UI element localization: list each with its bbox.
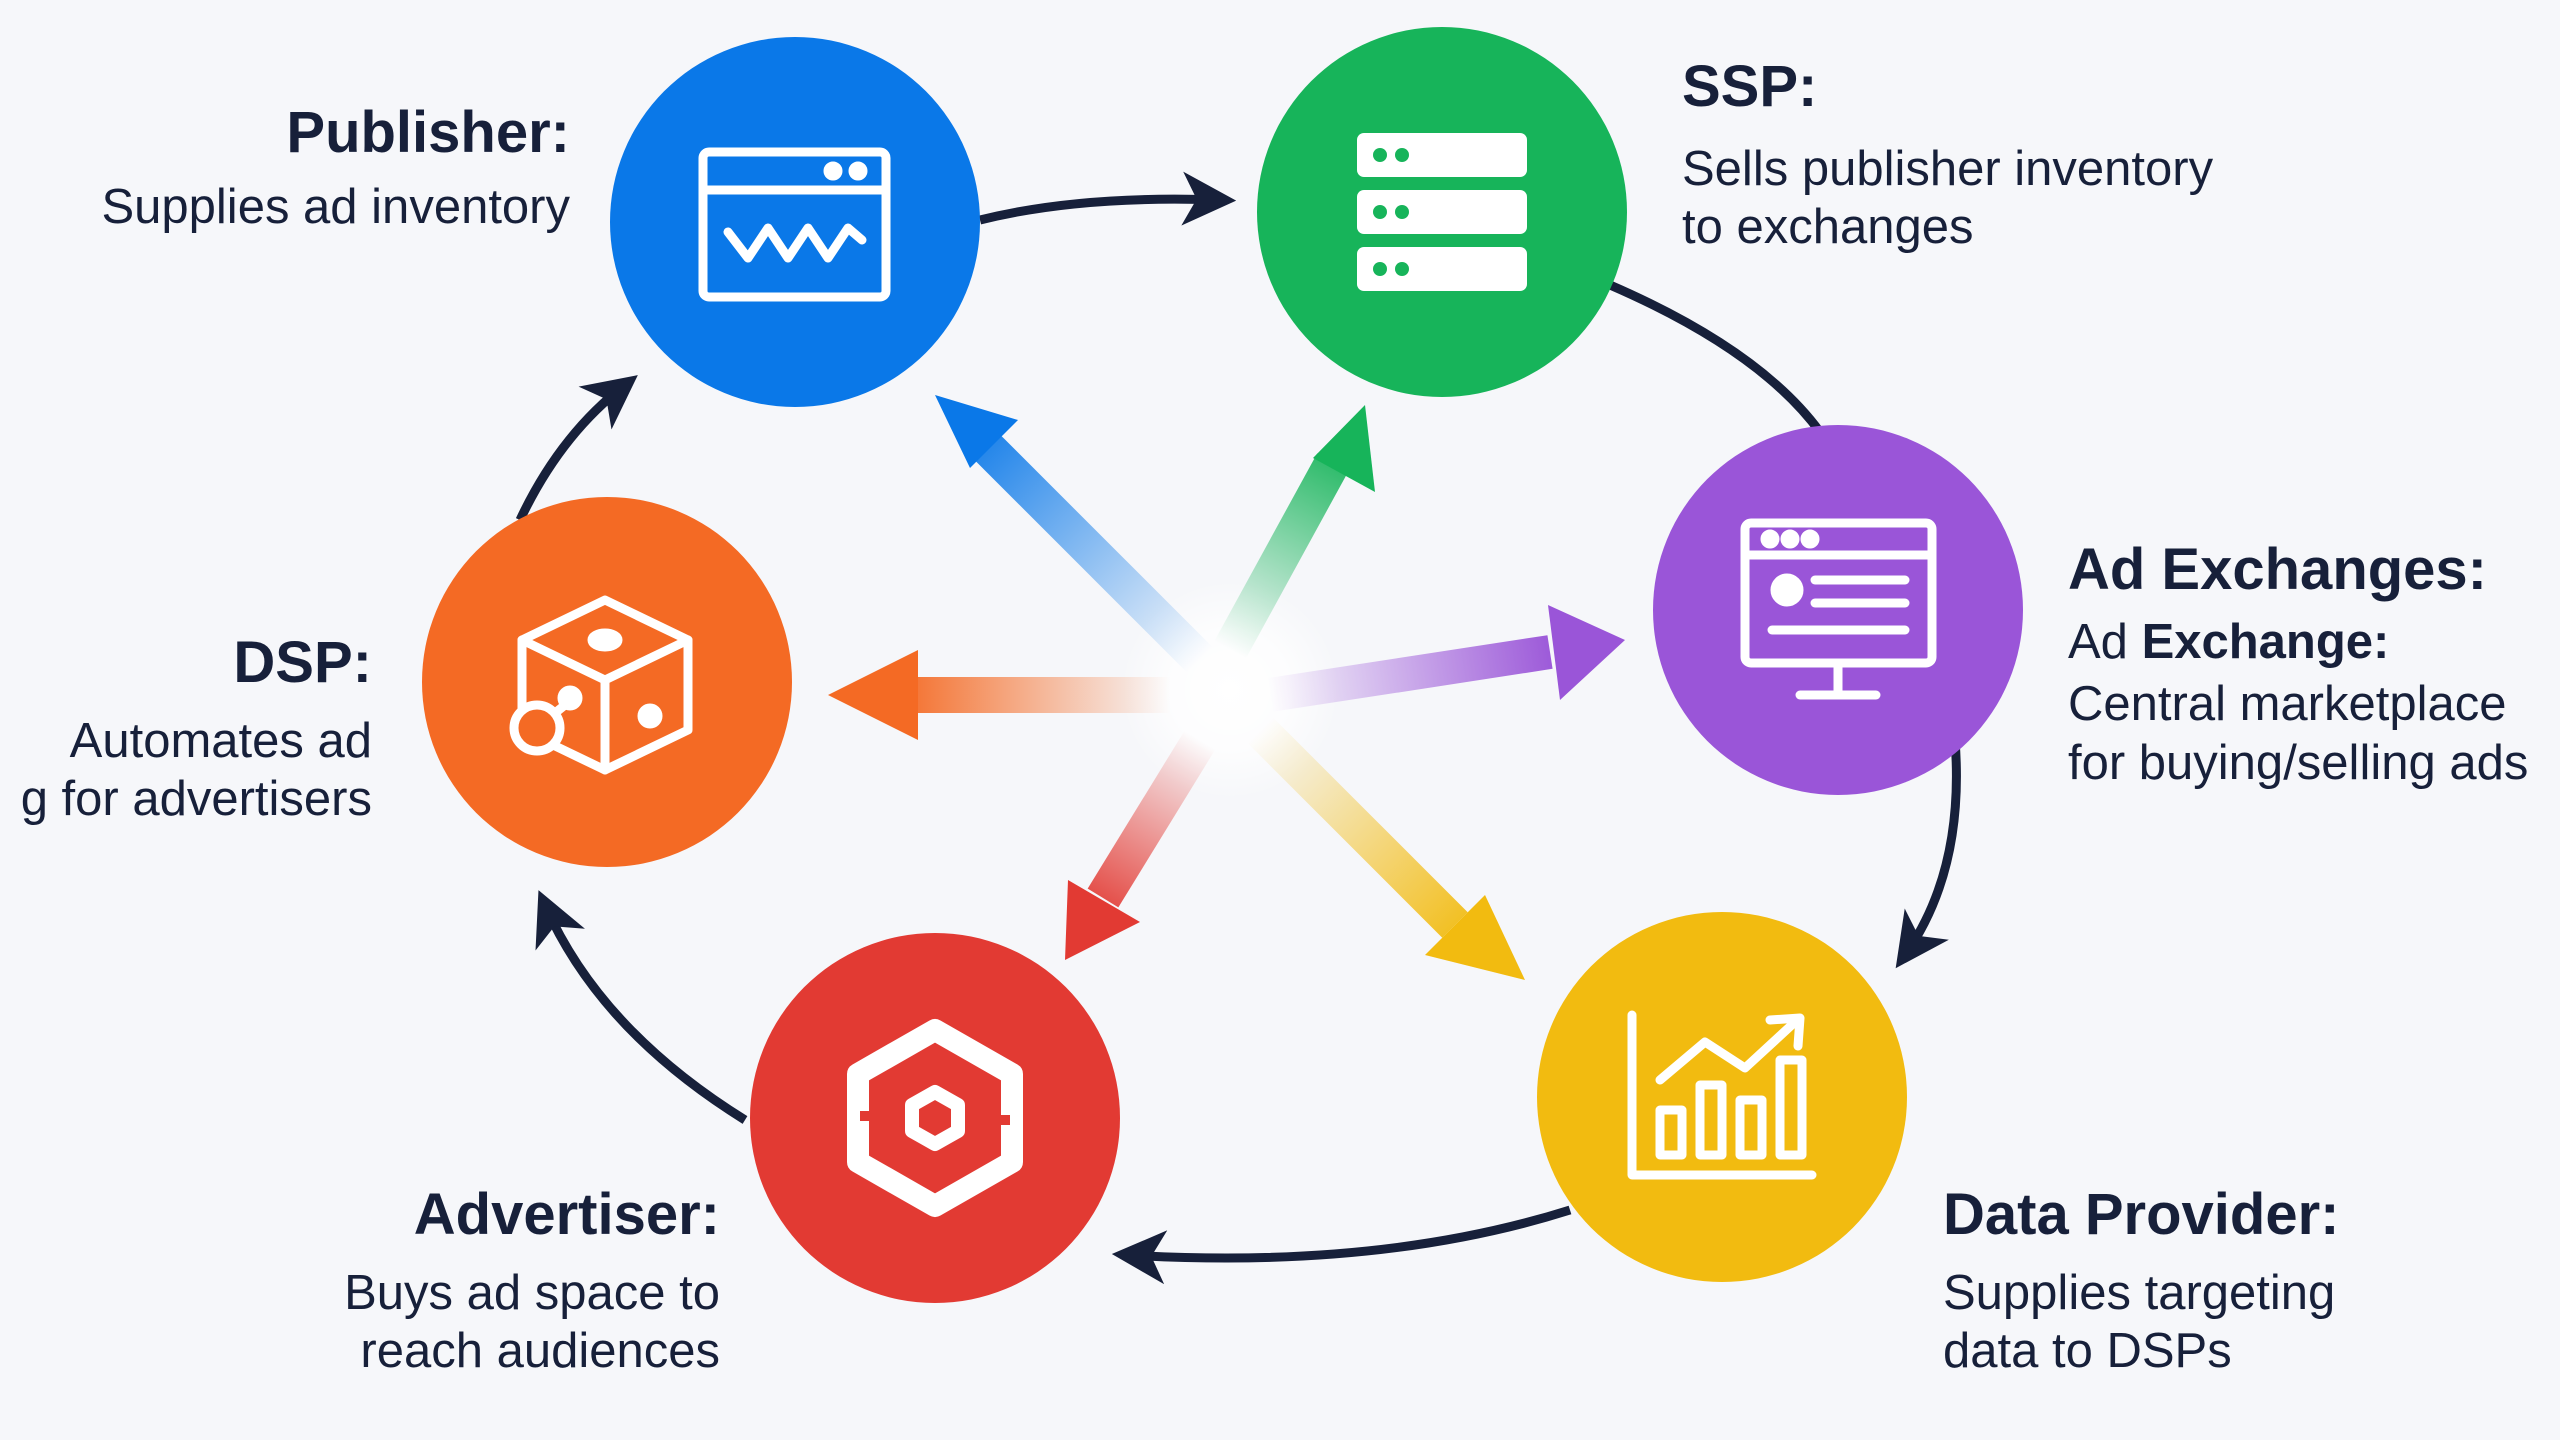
label-ssp: SSP: Sells publisher inventory to exchan…: [1682, 52, 2213, 257]
cycle-arrow-ssp-to-exchange: [1608, 280, 1824, 435]
desktop-monitor-icon: [1740, 518, 1937, 700]
ad-exchange-title: Ad Exchanges:: [2068, 537, 2487, 602]
node-publisher[interactable]: [610, 37, 980, 407]
radial-arrow-data-provider: [1247, 717, 1525, 980]
dsp-title: DSP:: [233, 630, 372, 695]
ad-exchange-subtitle-plain: Ad: [2068, 614, 2142, 669]
advertiser-desc-line-1: Buys ad space to: [344, 1265, 720, 1320]
publisher-title: Publisher:: [286, 100, 570, 165]
data-provider-desc-line-1: Supplies targeting: [1943, 1265, 2336, 1320]
data-provider-desc-line-2: data to DSPs: [1943, 1324, 2232, 1379]
advertiser-desc-line-2: reach audiences: [360, 1324, 720, 1379]
server-stack-icon: [1357, 133, 1527, 291]
radial-arrow-advertiser: [1065, 730, 1216, 960]
node-dsp[interactable]: [422, 497, 792, 867]
ssp-desc-line-2: to exchanges: [1682, 200, 1974, 255]
label-advertiser: Advertiser: Buys ad space to reach audie…: [344, 1180, 720, 1381]
publisher-desc-line-1: Supplies ad inventory: [101, 179, 570, 234]
node-data-provider[interactable]: [1537, 912, 1907, 1282]
advertiser-title: Advertiser:: [413, 1182, 720, 1247]
dsp-desc-line-2: g for advertisers: [20, 772, 372, 827]
ssp-desc-line-1: Sells publisher inventory: [1682, 141, 2214, 196]
cube-magnifier-icon: [509, 595, 693, 775]
cycle-arrow-publisher-to-ssp: [978, 171, 1237, 226]
node-ad-exchange[interactable]: [1653, 425, 2023, 795]
label-data-provider: Data Provider: Supplies targeting data t…: [1943, 1180, 2339, 1381]
node-advertiser[interactable]: [750, 933, 1120, 1303]
radial-arrow-dsp: [828, 650, 1170, 740]
label-ad-exchange: Ad Exchanges: Ad Exchange: Central marke…: [2068, 535, 2528, 793]
label-dsp: DSP: Automates ad g for advertisers: [21, 628, 372, 829]
label-publisher: Publisher: Supplies ad inventory: [101, 98, 570, 236]
cycle-arrow-exchange-to-data: [1895, 739, 1961, 969]
ad-exchange-desc-line-1: Central marketplace: [2068, 677, 2507, 732]
target-hexagon-icon: [847, 1019, 1023, 1217]
cycle-arrow-advertiser-to-dsp: [535, 890, 748, 1124]
cycle-arrow-data-to-advertiser: [1111, 1205, 1572, 1285]
ad-exchange-subtitle-bold: Exchange:: [2141, 614, 2390, 669]
ad-exchange-desc-line-2: for buying/selling ads: [2068, 736, 2529, 791]
ssp-title: SSP:: [1682, 54, 1818, 119]
radial-arrow-publisher: [935, 395, 1213, 673]
browser-window-icon: [698, 147, 891, 302]
ad-exchange-subtitle: Ad Exchange:: [2068, 613, 2528, 672]
node-ssp[interactable]: [1257, 27, 1627, 397]
growth-chart-icon: [1627, 1010, 1817, 1180]
radial-arrow-ad-exchange: [1267, 605, 1625, 712]
dsp-desc-line-1: Automates ad: [69, 713, 372, 768]
cycle-arrow-dsp-to-publisher: [515, 375, 638, 522]
data-provider-title: Data Provider:: [1943, 1182, 2340, 1247]
radial-arrow-ssp: [1214, 405, 1375, 659]
